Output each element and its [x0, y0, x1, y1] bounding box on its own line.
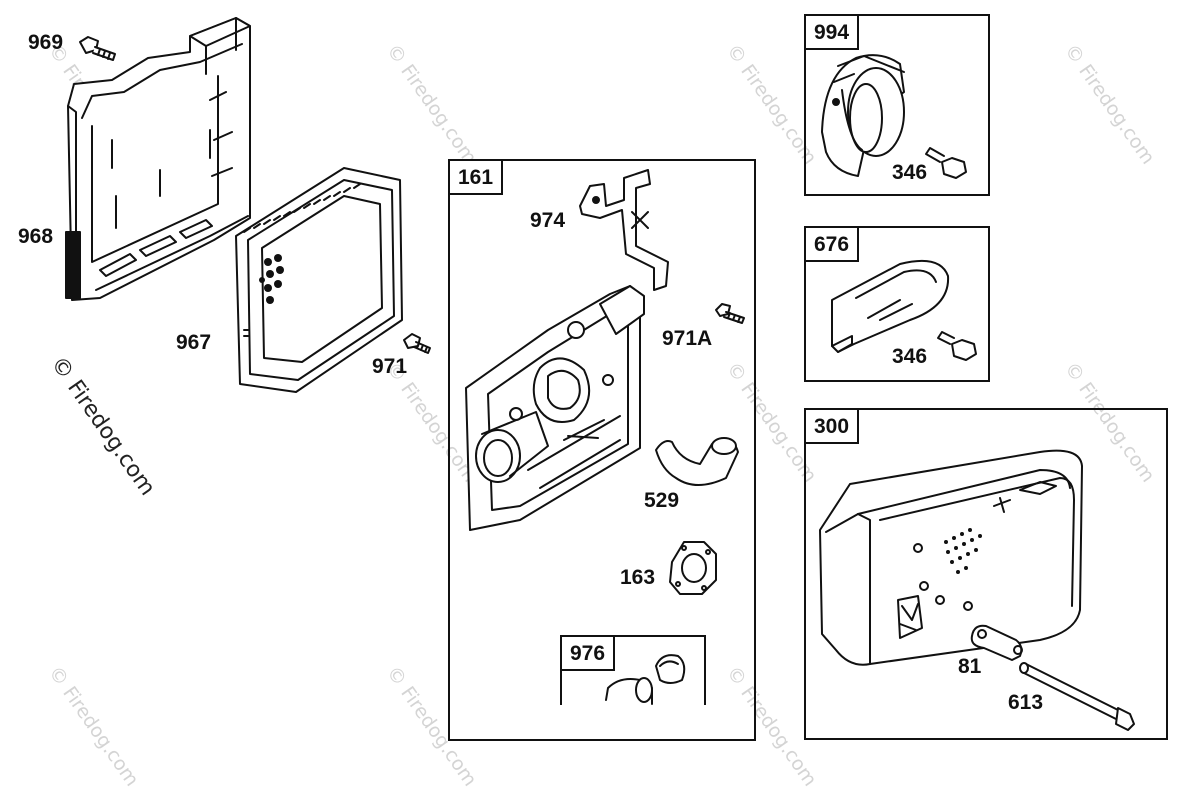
- shield-676-drawing: [831, 260, 950, 353]
- kit-box-676: 676: [804, 226, 990, 382]
- air-cleaner-base-drawing: [65, 17, 251, 301]
- part-number-969: 969: [28, 31, 64, 54]
- kit-label-994: 994: [806, 16, 860, 50]
- carburetor-body-drawing: [465, 285, 645, 531]
- bracket-974-drawing: [579, 169, 669, 291]
- screw-971-drawing: [403, 333, 431, 354]
- bolt-969-drawing: [79, 36, 116, 61]
- screw-971a-drawing: [715, 303, 745, 324]
- bolt-346-a-drawing: [925, 147, 967, 179]
- kit-label-976: 976: [562, 637, 616, 671]
- part-number-346-b: 346: [892, 345, 928, 368]
- kit-box-161: 161: [448, 159, 756, 741]
- part-number-346-a: 346: [892, 161, 928, 184]
- washer-81-drawing: [970, 624, 1023, 661]
- parts-diagram: [65, 17, 1135, 731]
- part-976-drawing: [605, 654, 686, 705]
- part-number-971a: 971A: [662, 327, 713, 350]
- air-filter-drawing: [235, 167, 403, 393]
- kit-label-161: 161: [450, 161, 504, 195]
- kit-box-300: 300: [804, 408, 1168, 740]
- cover-994-drawing: [821, 54, 905, 177]
- gasket-163-drawing: [669, 541, 717, 595]
- bolt-346-b-drawing: [937, 331, 977, 361]
- part-number-529: 529: [644, 489, 680, 512]
- elbow-tube-529-drawing: [655, 437, 739, 486]
- kit-box-994: 994: [804, 14, 990, 196]
- part-number-163: 163: [620, 566, 656, 589]
- part-number-968: 968: [18, 225, 54, 248]
- part-number-974: 974: [530, 209, 566, 232]
- part-number-613: 613: [1008, 691, 1044, 714]
- bolt-613-drawing: [1019, 662, 1135, 731]
- part-number-967: 967: [176, 331, 212, 354]
- kit-label-676: 676: [806, 228, 860, 262]
- part-number-971: 971: [372, 355, 408, 378]
- muffler-300-drawing: [819, 449, 1083, 666]
- kit-label-300: 300: [806, 410, 860, 444]
- part-number-81: 81: [958, 655, 982, 678]
- kit-box-976: 976: [560, 635, 706, 705]
